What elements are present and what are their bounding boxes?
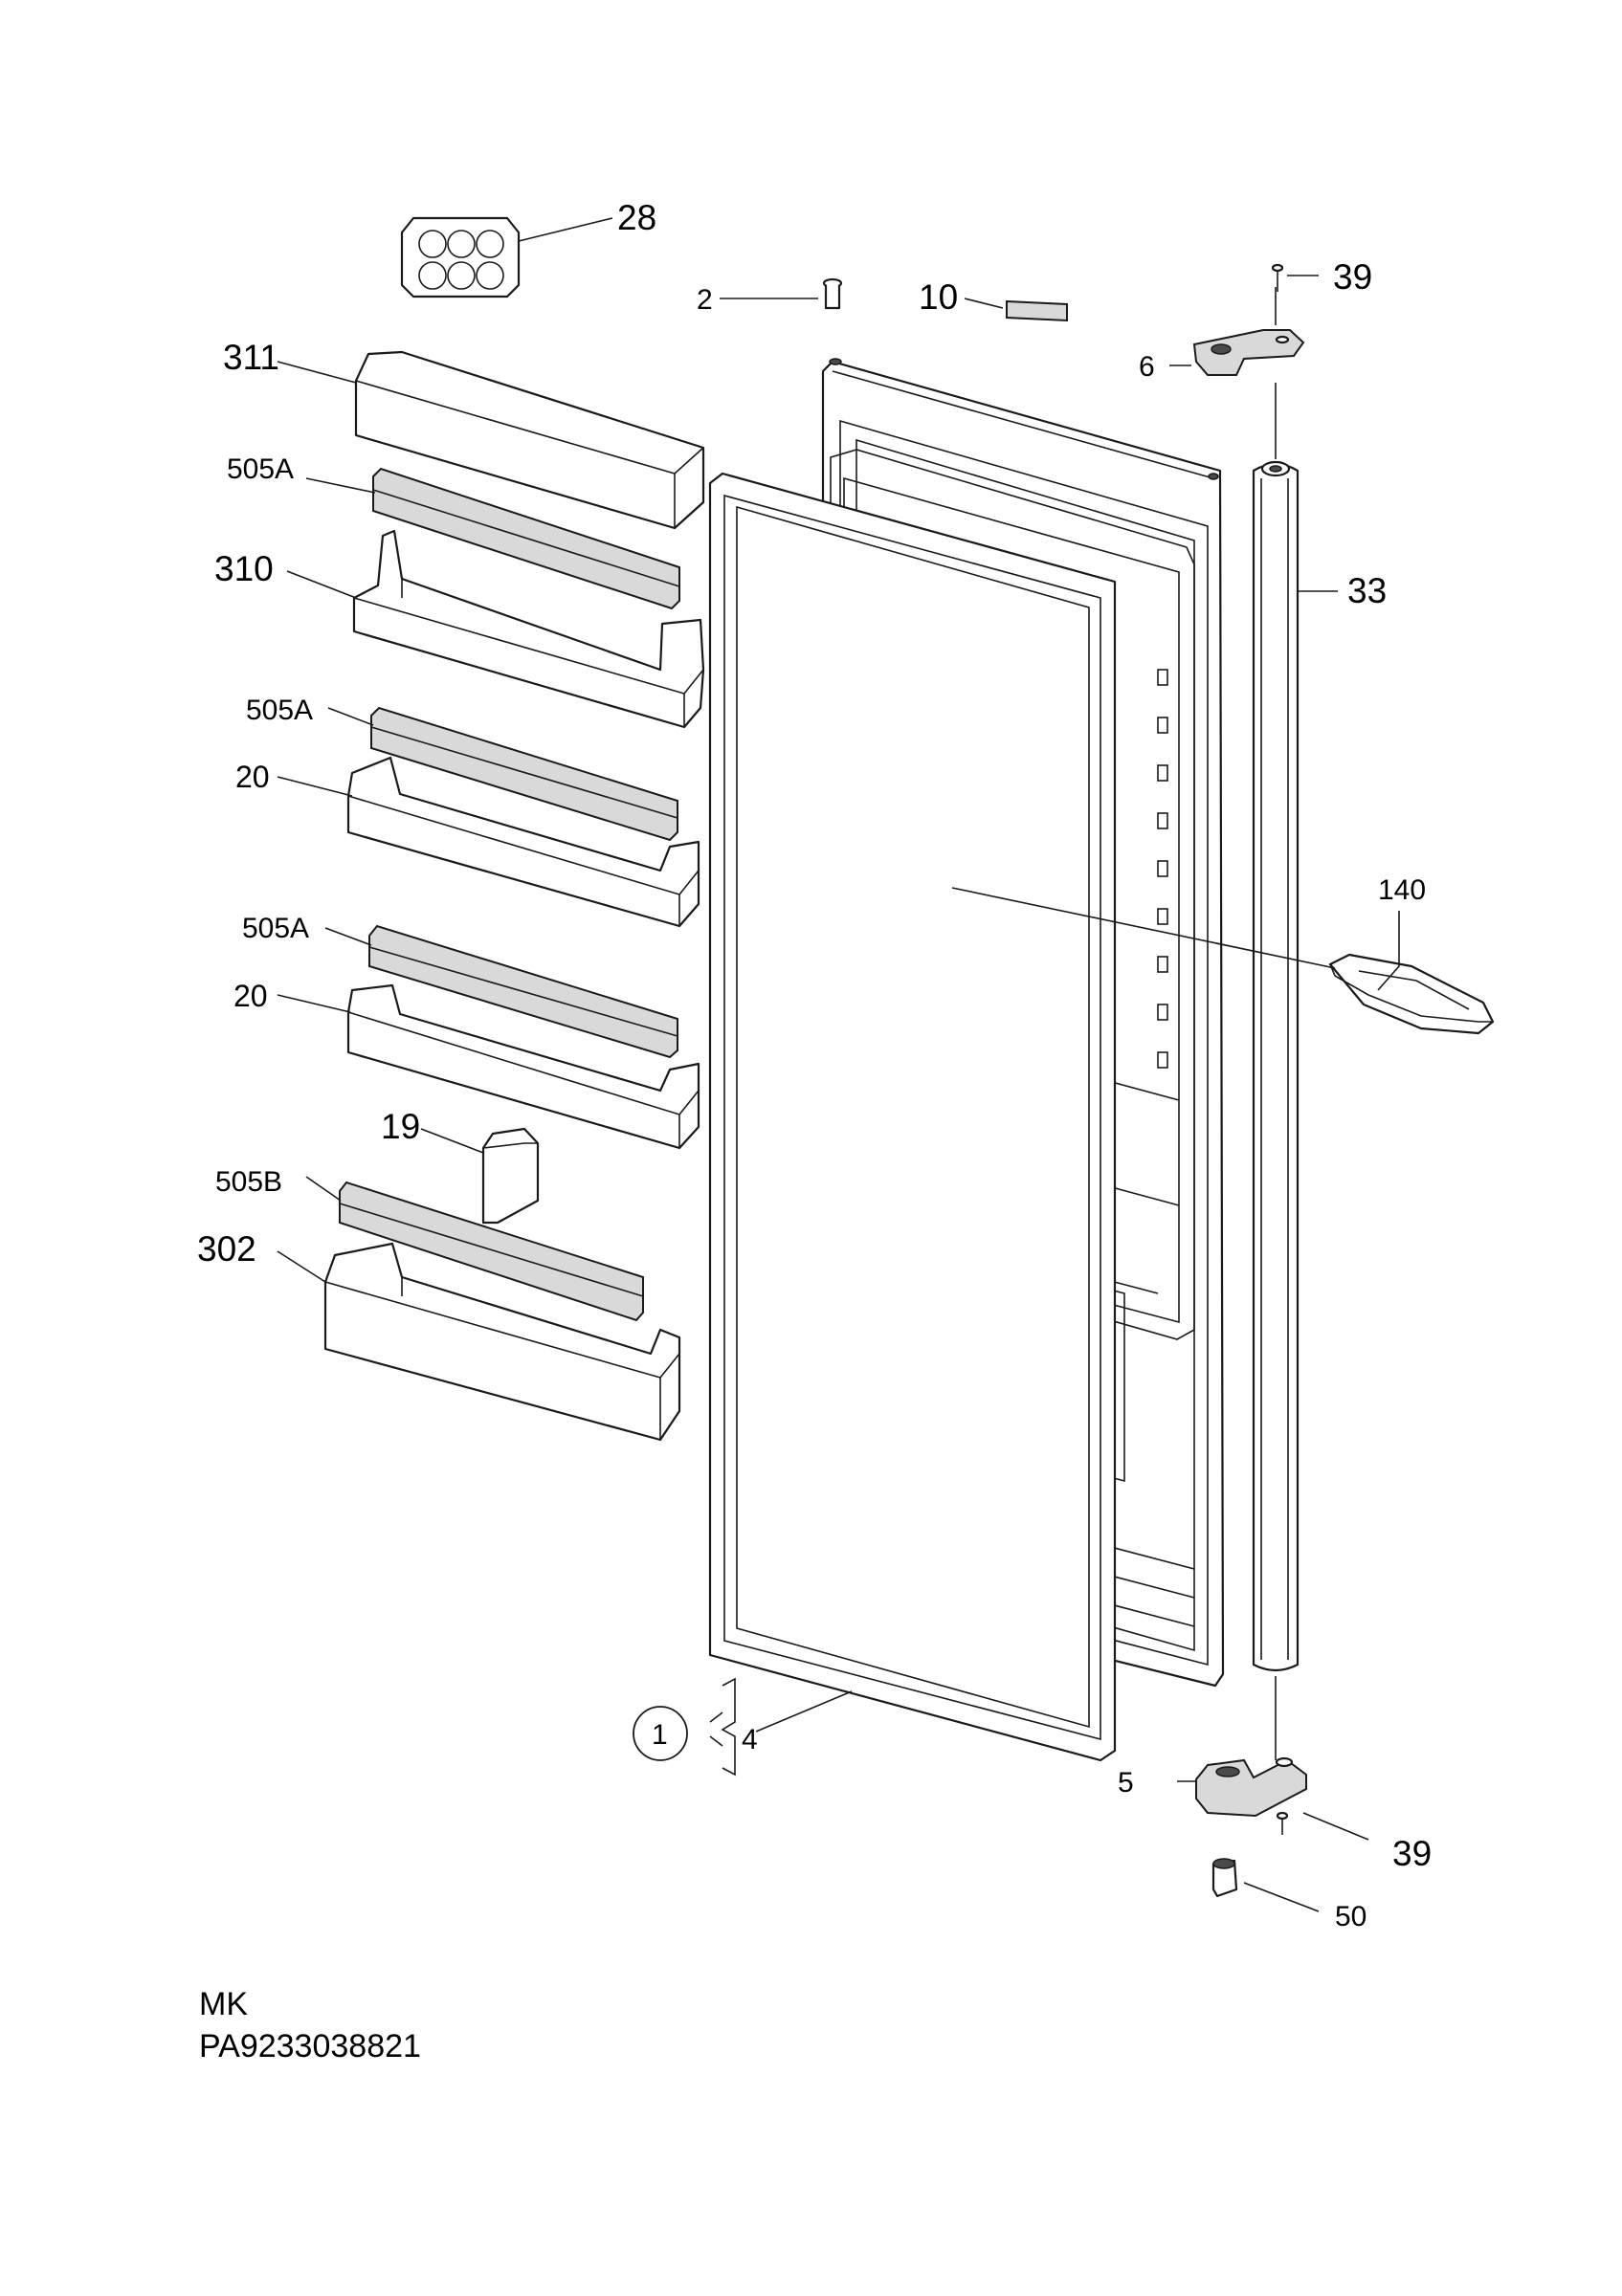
callout-302: 302 bbox=[197, 1229, 256, 1269]
callout-20-2: 20 bbox=[233, 979, 268, 1013]
callout-310: 310 bbox=[214, 549, 274, 588]
callout-10: 10 bbox=[919, 277, 958, 317]
callout-39-bottom: 39 bbox=[1392, 1834, 1432, 1873]
model-code: MK bbox=[199, 1986, 248, 2022]
top-screw-39 bbox=[1271, 263, 1284, 292]
part-number: PA9233038821 bbox=[199, 2028, 421, 2064]
top-hinge-6 bbox=[1192, 329, 1305, 376]
callout-28: 28 bbox=[617, 198, 656, 237]
callout-505b: 505B bbox=[215, 1166, 282, 1198]
callout-39-top: 39 bbox=[1333, 257, 1372, 297]
callout-19: 19 bbox=[381, 1107, 420, 1146]
callout-505a-2: 505A bbox=[246, 695, 313, 726]
callout-33: 33 bbox=[1347, 571, 1387, 610]
callout-1-circle bbox=[633, 1706, 688, 1761]
callout-20-1: 20 bbox=[235, 760, 270, 794]
callout-311: 311 bbox=[223, 338, 279, 377]
part-10-label-plate bbox=[1006, 299, 1068, 322]
shelf-lid-311 bbox=[354, 350, 705, 530]
bin-divider-19 bbox=[481, 1127, 540, 1225]
callout-505a-3: 505A bbox=[242, 913, 309, 944]
door-bin-20-2 bbox=[346, 983, 700, 1150]
bushing-50 bbox=[1211, 1858, 1238, 1898]
leader-lines bbox=[277, 217, 1400, 1912]
trim-strip-505b bbox=[339, 1181, 644, 1322]
hinge-strip-33 bbox=[1252, 460, 1300, 1672]
shelf-140 bbox=[1328, 953, 1495, 1035]
callout-6: 6 bbox=[1139, 351, 1155, 383]
bottom-hinge-5 bbox=[1195, 1756, 1307, 1818]
door-gasket bbox=[708, 472, 1117, 1762]
callout-505a-1: 505A bbox=[227, 453, 294, 485]
bottom-screw-39 bbox=[1276, 1811, 1289, 1835]
callout-2: 2 bbox=[697, 284, 713, 316]
trim-strip-505a-2 bbox=[370, 706, 678, 842]
callout-140: 140 bbox=[1378, 874, 1426, 906]
door-bin-310 bbox=[352, 529, 705, 729]
door-bin-302 bbox=[323, 1242, 681, 1442]
callout-50: 50 bbox=[1335, 1901, 1366, 1932]
callout-5: 5 bbox=[1118, 1767, 1134, 1799]
pin-2 bbox=[822, 277, 843, 310]
egg-tray bbox=[400, 216, 521, 298]
trim-strip-505a-3 bbox=[368, 924, 678, 1059]
door-bin-20-1 bbox=[346, 756, 700, 928]
trim-strip-505a-1 bbox=[372, 467, 680, 610]
callout-1: 1 bbox=[652, 1719, 668, 1751]
callout-4: 4 bbox=[742, 1724, 758, 1755]
